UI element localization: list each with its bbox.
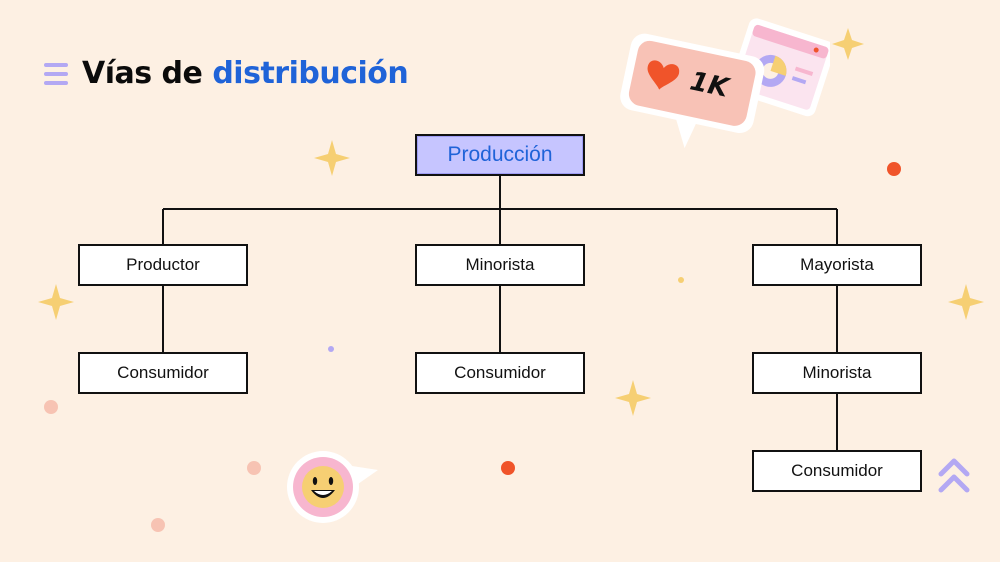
likes-bubble	[620, 33, 765, 149]
node-branch-2-level-2: Consumidor	[415, 352, 585, 394]
node-branch-1-level-2: Consumidor	[78, 352, 248, 394]
heart-icon	[647, 60, 680, 90]
node-branch-2-level-1: Minorista	[415, 244, 585, 286]
node-branch-3-level-3: Consumidor	[752, 450, 922, 492]
smiley-face-icon	[287, 451, 378, 523]
dot	[887, 162, 901, 176]
node-branch-3-level-2: Minorista	[752, 352, 922, 394]
dot	[328, 346, 334, 352]
node-branch-1-level-1: Productor	[78, 244, 248, 286]
dot	[247, 461, 261, 475]
title-prefix: Vías de	[82, 56, 203, 91]
star-icon	[38, 284, 74, 320]
star-icon	[615, 380, 651, 416]
dot	[501, 461, 515, 475]
double-chevron-up-icon	[938, 458, 970, 493]
star-icon	[314, 140, 350, 176]
title-highlight: distribución	[212, 56, 409, 91]
menu-lines-icon	[44, 62, 68, 85]
star-icon	[948, 284, 984, 320]
star-icon	[832, 28, 864, 60]
dot	[44, 400, 58, 414]
page-title: Vías de distribución	[82, 56, 409, 91]
node-branch-3-level-1: Mayorista	[752, 244, 922, 286]
dot	[151, 518, 165, 532]
title-block: Vías de distribución	[42, 56, 409, 91]
dot	[678, 277, 684, 283]
node-root: Producción	[415, 134, 585, 176]
sticker-group	[620, 18, 830, 149]
